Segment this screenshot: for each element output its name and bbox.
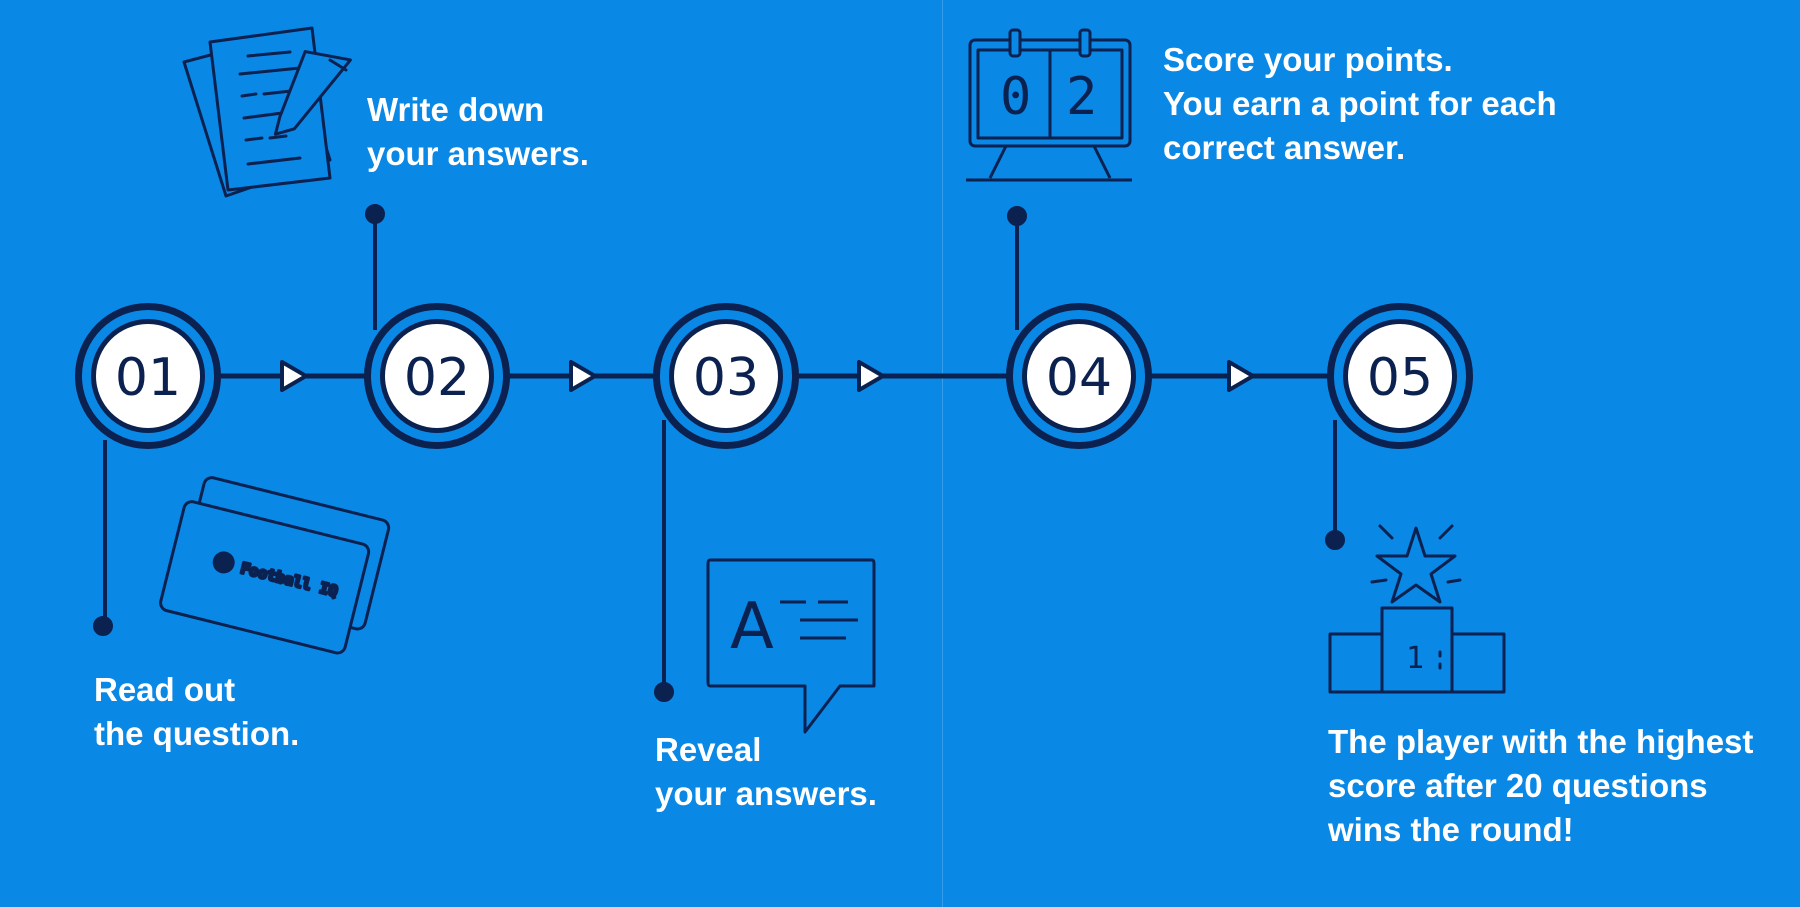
podium-star-icon: 1 — [1328, 524, 1506, 694]
step-04-text: Score your points. You earn a point for … — [1163, 38, 1557, 170]
step-02-line-1: Write down — [367, 91, 545, 128]
step-01-line-2: the question. — [94, 715, 300, 752]
step-04-line-3: correct answer. — [1163, 129, 1406, 166]
step-number-02: 02 — [404, 348, 470, 408]
arrow-icon — [280, 360, 308, 392]
page-fold-divider — [942, 0, 943, 907]
score-digit-left: 0 — [1000, 67, 1031, 127]
connectors — [93, 204, 1345, 702]
speech-bubble-icon: A — [706, 558, 876, 734]
step-03-line-1: Reveal — [655, 731, 762, 768]
timeline-arrows — [280, 360, 1255, 392]
step-04-line-1: Score your points. — [1163, 41, 1453, 78]
step-02-text: Write down your answers. — [367, 88, 589, 176]
step-01-text: Read out the question. — [94, 668, 299, 756]
score-digit-right: 2 — [1066, 67, 1097, 127]
step-circle-01: 01 — [75, 303, 221, 449]
podium-place: 1 — [1406, 641, 1424, 676]
quiz-card-icon: Football IQ — [159, 476, 391, 655]
arrow-icon — [569, 360, 597, 392]
paper-pencil-icon — [182, 26, 352, 198]
step-02-line-2: your answers. — [367, 135, 589, 172]
step-circle-05: 05 — [1327, 303, 1473, 449]
step-03-text: Reveal your answers. — [655, 728, 877, 816]
step-01-line-1: Read out — [94, 671, 236, 708]
step-circle-03: 03 — [653, 303, 799, 449]
speech-letter: A — [730, 590, 774, 664]
step-04-line-2: You earn a point for each — [1163, 85, 1557, 122]
step-number-03: 03 — [693, 348, 759, 408]
arrow-icon — [857, 360, 885, 392]
step-number-01: 01 — [115, 348, 181, 408]
step-circle-02: 02 — [364, 303, 510, 449]
step-circle-04: 04 — [1006, 303, 1152, 449]
step-05-text: The player with the highest score after … — [1328, 720, 1753, 852]
step-number-04: 04 — [1046, 348, 1112, 408]
step-03-line-2: your answers. — [655, 775, 877, 812]
step-05-line-2: score after 20 questions — [1328, 767, 1708, 804]
step-05-line-3: wins the round! — [1328, 811, 1574, 848]
scoreboard-icon: 0 2 — [966, 28, 1132, 182]
step-05-line-1: The player with the highest — [1328, 723, 1754, 760]
arrow-icon — [1227, 360, 1255, 392]
step-number-05: 05 — [1367, 348, 1433, 408]
